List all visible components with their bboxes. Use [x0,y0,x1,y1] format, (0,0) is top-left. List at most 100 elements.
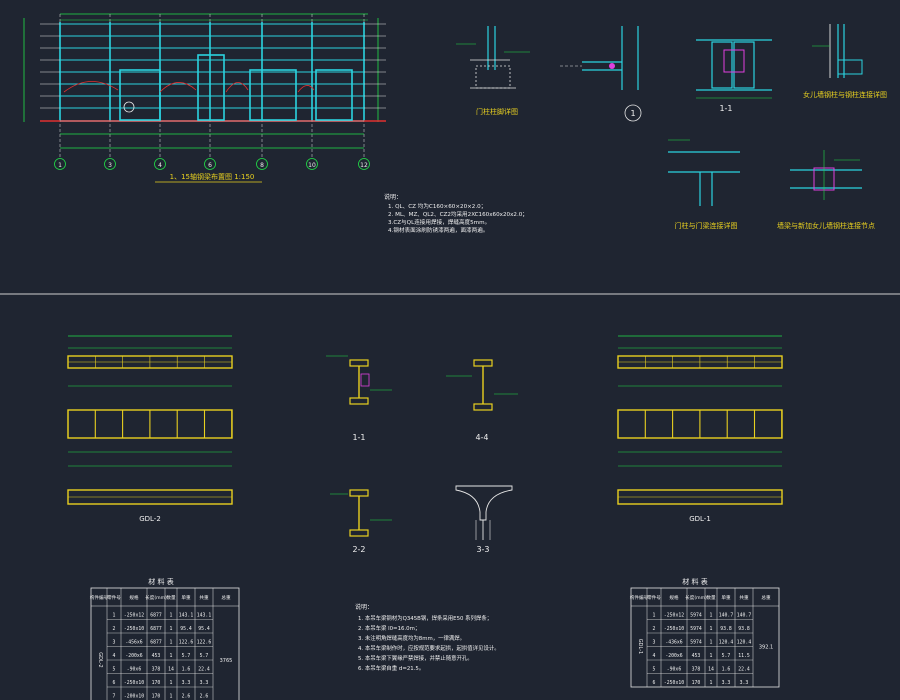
table-cell: 22.4 [198,667,210,673]
section-2-2-label: 2-2 [352,545,365,554]
door-post-beam-detail: 门柱与门梁连接详图 [668,139,740,230]
table-cell: -200x6 [665,653,682,659]
table-cell: 5 [653,667,656,673]
table-header: 零件号 [107,594,121,601]
axis-bubble [104,158,116,170]
wall-beam-node-title: 墙梁与新加女儿墙钢柱连接节点 [777,221,875,230]
table-cell: -436x6 [665,640,682,646]
top-note-3: 3.CZ与QL连接用焊接，焊缝高度5mm。 [388,218,490,226]
axis-label: 10 [308,162,316,169]
table-cell: 1 [710,640,713,646]
bottom-note-1: 1. 本吊车梁钢材为Q345B钢，焊条采用E50 系列焊条； [358,614,492,622]
table-header: 长度(mm) [685,594,707,601]
table-cell: 2 [653,626,656,632]
table-cell: 5 [113,667,116,673]
table-cell: -200x6 [125,653,142,659]
bottom-note-2: 2. 本吊车梁 l0=16.0m； [358,624,420,632]
axis-bubble [204,158,216,170]
table-cell: 2.6 [200,694,209,700]
detail-1: 1 [560,26,642,122]
axis-bubble [54,158,66,170]
table-cell: 1 [170,653,173,659]
table-cell: -90x6 [667,667,682,673]
table-cell: 140.7 [737,613,752,619]
table-header: 数量 [166,594,176,601]
section-3-3-label: 3-3 [476,545,489,554]
table-cell: 140.7 [719,613,734,619]
section-1-1: 1-1 [326,355,392,442]
table-cell: 1.6 [182,667,191,673]
table-cell: 93.8 [738,626,750,632]
top-note-1: 1. QL、CZ 均为C160×60×20×2.0； [388,202,486,210]
section-2-2: 2-2 [330,489,392,554]
table-cell: 5.7 [200,653,209,659]
table-cell: 22.4 [738,667,750,673]
table-header: 零件号 [647,594,661,601]
bottom-notes-title: 说明： [355,603,373,611]
table-cell: 143.1 [179,613,194,619]
table-header: 长度(mm) [145,594,167,601]
table-cell: 170 [692,680,701,686]
section-3-3: 3-3 [455,485,513,554]
table-cell: 2 [113,626,116,632]
table-cell: 11.5 [738,653,750,659]
table-cell: 2.6 [182,694,191,700]
bottom-note-5: 5. 本吊车梁下翼缘严禁焊接，并禁止随意开孔。 [358,654,473,662]
table-cell: -200x10 [124,694,144,700]
table-cell: 170 [152,680,161,686]
table-cell: -250x10 [124,680,144,686]
table-header: 单重 [721,594,731,601]
table-cell: 378 [152,667,161,673]
table-cell: 1 [170,613,173,619]
table-cell: 1 [710,613,713,619]
top-section-1-1: 1-1 [696,39,772,113]
table-header: 构件编号 [90,594,109,601]
top-notes: 说明： 1. QL、CZ 均为C160×60×20×2.0； 2. ML、MZ、… [384,193,528,234]
table-cell: 170 [152,694,161,700]
table-header: 共重 [739,594,749,601]
table-cell: 6877 [150,626,162,632]
table-cell: 3.3 [182,680,191,686]
table-member: GDL-2 [97,652,103,667]
table-cell: 1 [710,626,713,632]
table-cell: 4 [653,653,656,659]
table-cell: 5974 [690,613,702,619]
elevation-title: 1、15轴钢梁布置图 1:150 [170,172,255,181]
parapet-column-title: 女儿墙钢柱与钢柱连接详图 [803,90,887,99]
door-post-base-detail: 门柱柱脚详图 [456,26,530,116]
table-cell: 1 [113,613,116,619]
table-cell: 378 [692,667,701,673]
left-beam-label: GDL-2 [139,515,161,523]
table-cell: 6877 [150,613,162,619]
table-member: GDL-1 [637,639,643,654]
table-cell: -250x12 [664,613,684,619]
table-cell: 1 [653,613,656,619]
table-cell: 14 [168,667,174,673]
section-4-4: 4-4 [446,359,518,442]
table-cell: 3.3 [200,680,209,686]
axis-label: 3 [108,162,112,169]
top-section-1-1-label: 1-1 [719,104,732,113]
table-cell: 1 [170,680,173,686]
table-total: 392.1 [759,645,773,651]
table-cell: 14 [708,667,714,673]
parapet-column-detail: 女儿墙钢柱与钢柱连接详图 [803,24,887,99]
left-table-title: 材 料 表 [148,577,173,586]
table-header: 规格 [129,594,139,601]
wall-beam-node-detail: 墙梁与新加女儿墙钢柱连接节点 [777,150,875,230]
table-cell: 5.7 [722,653,731,659]
table-cell: 122.6 [179,640,194,646]
top-notes-title: 说明： [384,193,402,201]
table-cell: 3.3 [740,680,749,686]
table-cell: 5.7 [182,653,191,659]
table-cell: 1 [170,640,173,646]
table-cell: 1 [710,653,713,659]
table-total: 3765 [220,658,233,664]
table-cell: 3.3 [722,680,731,686]
right-crane-beam: GDL-1 [617,335,783,523]
table-header: 总重 [221,594,231,601]
table-cell: 5974 [690,626,702,632]
